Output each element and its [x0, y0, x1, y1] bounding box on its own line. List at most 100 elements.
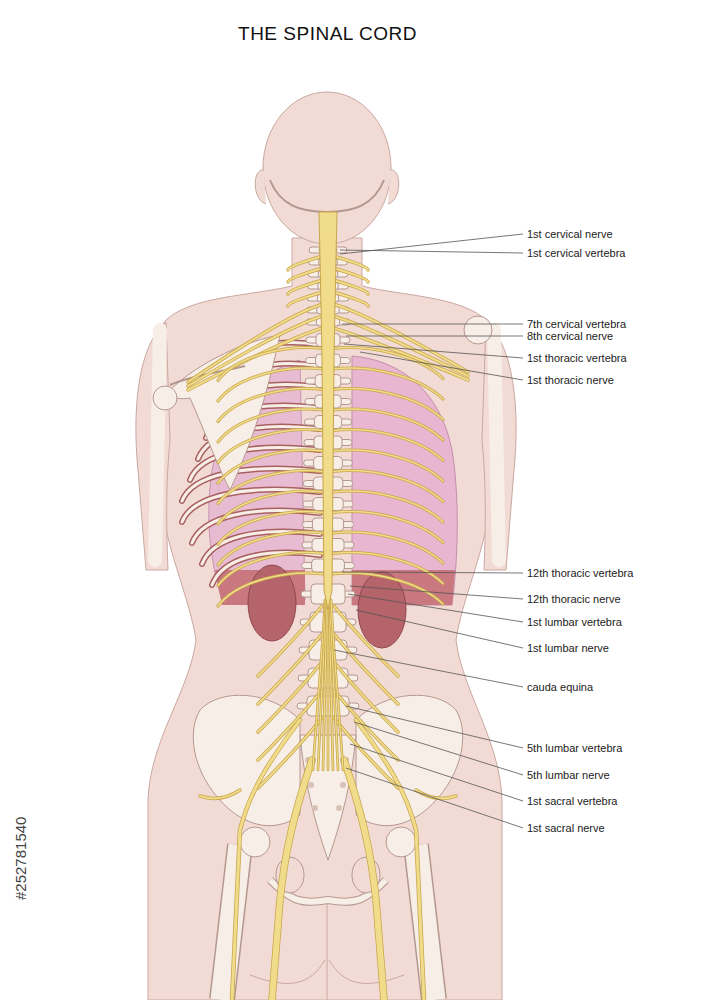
spinal-nerve-fill [218, 368, 323, 401]
spinal-nerve [218, 389, 323, 422]
leader-line [354, 722, 523, 775]
spinal-nerve [218, 430, 323, 463]
rib-bone [192, 511, 320, 543]
body-figure [136, 92, 516, 1000]
leader-line [348, 594, 523, 622]
sciatic-nerve-fill [272, 760, 312, 1000]
leader-line [342, 572, 523, 573]
spinal-nerve [218, 471, 323, 504]
spinal-nerve [188, 304, 323, 382]
spinal-nerve-fill [218, 512, 323, 545]
part-label: 5th lumbar vertebra [527, 741, 622, 755]
part-label: 12th thoracic vertebra [527, 566, 633, 580]
right-kidney [358, 572, 406, 648]
cauda-equina-strand [331, 600, 343, 770]
leader-line [356, 610, 523, 648]
spinal-nerve [334, 718, 398, 788]
femoral-head [386, 827, 416, 857]
spinal-nerve [258, 634, 322, 704]
humeral-head [464, 316, 492, 344]
spinal-nerve-fill [218, 471, 323, 504]
sciatic-nerve [344, 760, 384, 1000]
spinal-nerve-fill [258, 662, 322, 732]
leader-line [346, 768, 523, 828]
spinal-nerve-fill [258, 690, 322, 760]
spinal-nerve-fill [218, 348, 323, 381]
part-label: 1st thoracic vertebra [527, 351, 627, 365]
hip-nerve-fill [416, 790, 456, 798]
leader-line [350, 586, 523, 599]
spinal-nerve [218, 532, 323, 565]
part-label: 1st sacral nerve [527, 821, 605, 835]
part-label: 1st cervical nerve [527, 227, 613, 241]
spinal-cord [319, 212, 337, 610]
spinal-nerve-fill [218, 491, 323, 524]
spinal-nerve [334, 606, 398, 676]
skull-base [270, 180, 384, 212]
femoral-nerve [356, 720, 424, 1000]
part-label: 1st sacral vertebra [527, 794, 617, 808]
ear-right [388, 170, 399, 204]
spinal-nerve-fill [188, 328, 323, 390]
spinal-nerve [218, 512, 323, 545]
spinal-nerve-fill [218, 573, 323, 606]
leader-line [344, 344, 523, 358]
spinal-nerve-fill [218, 450, 323, 483]
spinal-nerve [333, 304, 468, 372]
spinal-nerve-fill [258, 634, 322, 704]
spinal-nerve-fill [218, 409, 323, 442]
part-label: 7th cervical vertebra [527, 317, 626, 331]
shoulder-joint [153, 386, 177, 410]
spinal-nerve-fill [258, 718, 322, 788]
spinal-nerve-fill [218, 389, 323, 422]
spinal-nerve-fill [258, 606, 322, 676]
spinal-nerve-fill [218, 553, 323, 586]
hip-nerve [200, 790, 240, 798]
spinal-nerve [334, 634, 398, 704]
femoral-head [240, 827, 270, 857]
diagram-title: THE SPINAL CORD [0, 22, 655, 46]
spinal-nerve [258, 606, 322, 676]
humerus-bone [155, 330, 160, 560]
rib-bone [182, 490, 320, 522]
part-label: cauda equina [527, 680, 593, 694]
cauda-equina-strand-fill [331, 600, 343, 770]
watermark: #252781540 [12, 817, 30, 900]
leader-line [346, 706, 523, 748]
spinal-nerve [334, 662, 398, 732]
spinal-nerve [258, 662, 322, 732]
sacral-foramen [312, 805, 318, 811]
leader-line [334, 650, 523, 687]
spinal-nerve-fill [334, 662, 398, 732]
spinal-nerve-fill [333, 304, 468, 372]
cauda-equina-strand-fill [323, 600, 327, 770]
femoral-nerve-fill [356, 720, 424, 1000]
humerus-bone [494, 330, 499, 560]
part-label: 1st lumbar vertebra [527, 615, 622, 629]
cauda-equina-strand [323, 600, 327, 770]
spinal-nerve [218, 450, 323, 483]
cauda-equina-strand-fill [318, 600, 326, 770]
femoral-nerve [232, 720, 300, 1000]
right-arm [482, 322, 516, 570]
spinal-nerve-fill [218, 532, 323, 565]
spinal-nerve [218, 573, 323, 606]
leader-line [340, 234, 523, 254]
left-arm [136, 322, 170, 570]
spinal-nerve [218, 491, 323, 524]
sciatic-nerve-fill [344, 760, 384, 1000]
leader-line [342, 324, 523, 325]
spinal-nerve-fill [188, 304, 323, 382]
leader-line [350, 744, 523, 801]
spinal-nerve-fill [334, 718, 398, 788]
spinal-nerve-fill [334, 606, 398, 676]
part-label: 1st thoracic nerve [527, 373, 614, 387]
sacral-foramen [308, 782, 314, 788]
part-label: 12th thoracic nerve [527, 592, 621, 606]
rib-bone-highlight [182, 469, 320, 501]
hip-nerve-fill [200, 790, 240, 798]
rib-bone-highlight [182, 490, 320, 522]
sacral-foramen [340, 782, 346, 788]
leader-line [340, 250, 523, 253]
